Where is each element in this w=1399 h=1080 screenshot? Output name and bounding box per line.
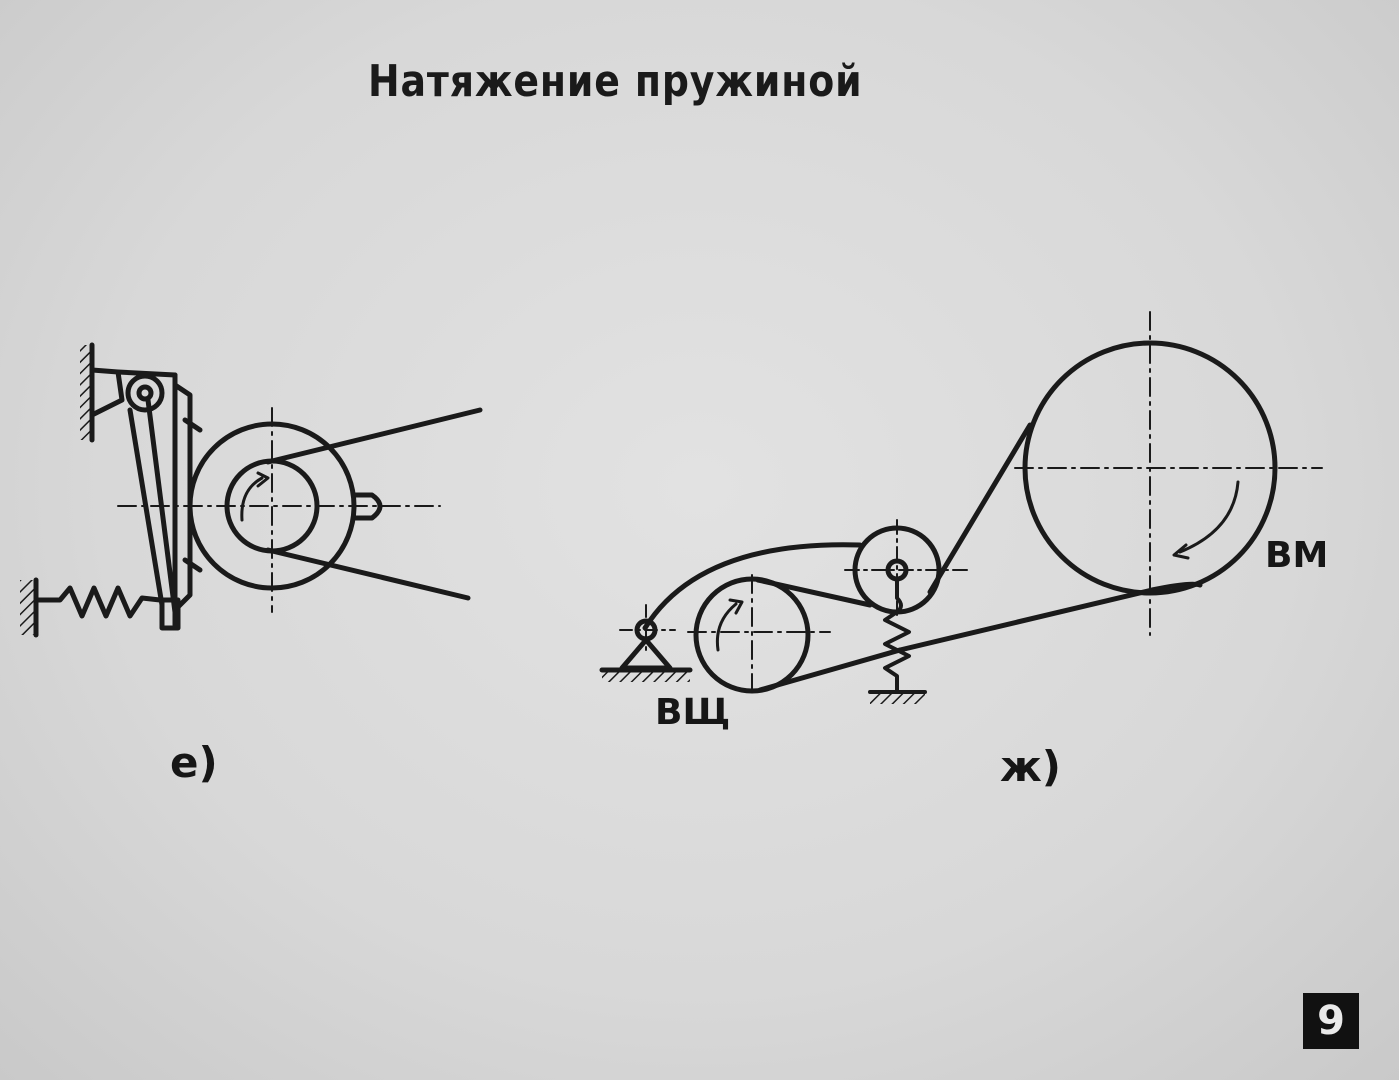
center-lines-e [117,407,441,613]
pivot-bracket [89,367,178,418]
drive-pulley-label: ВЩ [655,692,731,733]
figure-e [20,342,483,638]
rotation-arrow-vm [1178,480,1240,554]
slide-title: Натяжение пружиной [368,56,863,107]
driven-pulley-label: ВМ [1265,535,1329,576]
swing-plate [127,372,203,631]
center-lines-vsh [687,574,831,696]
rotation-arrow-vsh [715,602,738,652]
belt-e [265,407,483,601]
center-lines-vm [1014,311,1323,636]
idler-spring [868,578,927,704]
center-lines-idler [844,519,973,621]
page-number-badge: 9 [1303,993,1359,1049]
wall-support-top [80,342,95,443]
figure-zh-label: ж) [1000,742,1061,791]
rotation-arrow [240,476,264,522]
tension-spring [20,577,163,638]
tension-lever [642,542,863,631]
figure-e-label: е) [170,738,218,787]
figure-zh [599,311,1323,704]
belt-zh [755,422,1203,693]
